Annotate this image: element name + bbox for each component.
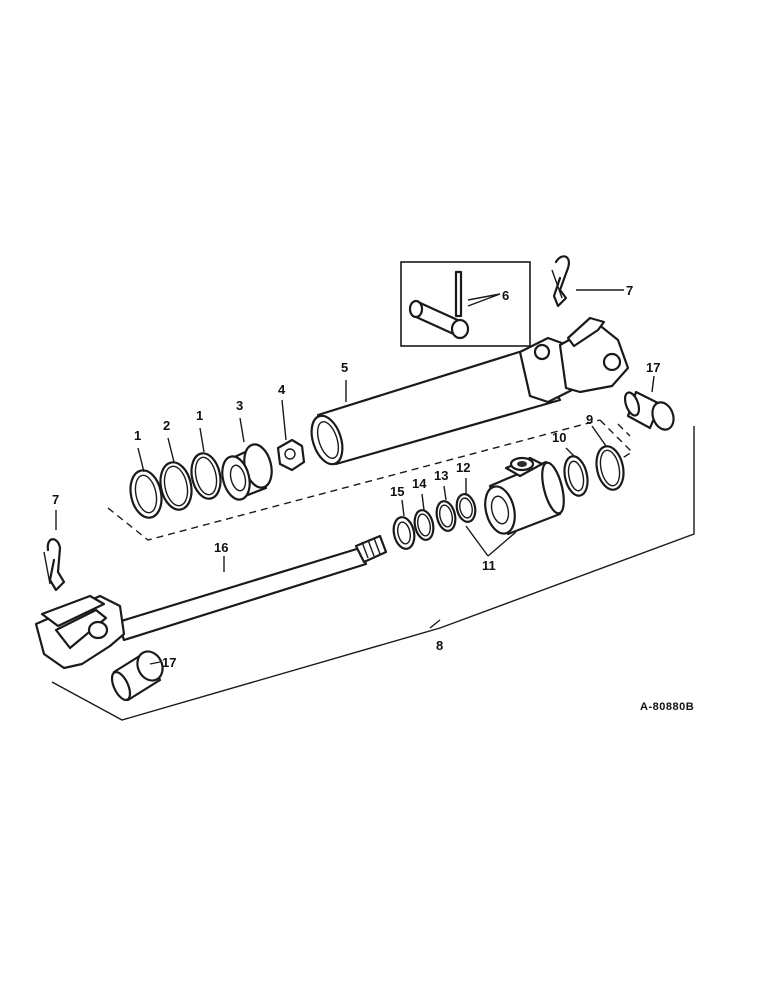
clevis-pin-part-17-upper (623, 390, 675, 431)
dashed-group-line-right (617, 423, 631, 437)
callout-7b: 7 (52, 492, 59, 507)
callout-12: 12 (456, 460, 470, 475)
cylinder-head-gland (484, 456, 565, 536)
callout-14: 14 (412, 476, 427, 491)
callout-2: 2 (163, 418, 170, 433)
ring-part-9 (595, 445, 625, 491)
piston-part-3 (221, 443, 273, 501)
ring-part-2 (159, 461, 193, 511)
hair-pin-clip-part-7-upper (551, 255, 570, 308)
hair-pin-clip-part-7-lower (43, 538, 66, 592)
callout-10: 10 (552, 430, 566, 445)
callout-9: 9 (586, 412, 593, 427)
inset-box-part-6 (400, 261, 531, 347)
callout-4: 4 (278, 382, 286, 397)
callout-6: 6 (502, 288, 509, 303)
callout-1b: 1 (196, 408, 203, 423)
cylinder-barrel-part-5 (310, 316, 630, 466)
ring-part-15 (392, 516, 416, 550)
ring-part-1-a (129, 469, 163, 519)
callout-5: 5 (341, 360, 348, 375)
ring-part-10 (563, 455, 589, 497)
callout-11: 11 (482, 558, 496, 573)
nut-part-4 (276, 438, 306, 472)
reference-code: A-80880B (640, 701, 694, 713)
assembly-bracket-part-8 (51, 426, 695, 721)
piston-rod-part-16 (34, 534, 388, 670)
clevis-pin-part-17-lower (110, 650, 164, 702)
ring-part-1-b (190, 452, 222, 500)
ring-part-14 (413, 509, 435, 541)
assembly-bracket-tick-8 (429, 619, 441, 629)
callout-16: 16 (214, 540, 228, 555)
callout-8: 8 (436, 638, 443, 653)
callout-17a: 17 (646, 360, 660, 375)
callout-17b: 17 (162, 655, 176, 670)
ring-part-12 (455, 493, 477, 523)
dashed-group-line-upper (107, 419, 634, 541)
callout-3: 3 (236, 398, 243, 413)
callout-15: 15 (390, 484, 404, 499)
ring-part-13 (435, 500, 457, 532)
leader-lines (55, 289, 655, 665)
callout-7a: 7 (626, 283, 633, 298)
callout-13: 13 (434, 468, 448, 483)
callout-1a: 1 (134, 428, 141, 443)
